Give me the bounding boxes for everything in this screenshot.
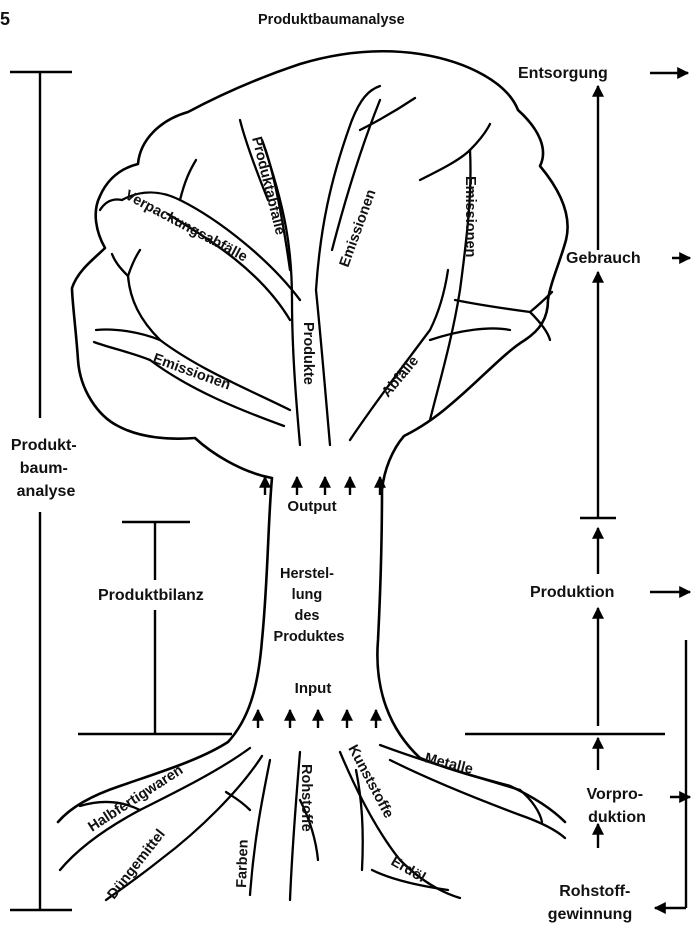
- lifecycle-column: [580, 73, 690, 908]
- entsorgung-label: Entsorgung: [518, 65, 608, 82]
- crown-branches: [94, 86, 552, 445]
- page-title: Produktbaumanalyse: [258, 12, 405, 28]
- input-label: Input: [295, 680, 332, 697]
- label-farben: Farben: [234, 839, 252, 888]
- label-halbfertigwaren: Halbfertigwaren: [85, 762, 186, 835]
- label-abfaelle: Abfälle: [379, 353, 422, 400]
- label-emissionen-right: Emissionen: [462, 176, 478, 257]
- output-label: Output: [287, 498, 336, 515]
- page-number: 5: [0, 9, 10, 29]
- vorproduktion-label: Vorpro- duktion: [586, 786, 647, 826]
- produktion-label: Produktion: [530, 584, 614, 601]
- label-produkte: Produkte: [300, 322, 316, 385]
- label-metalle: Metalle: [423, 750, 475, 777]
- input-arrows: [258, 710, 376, 728]
- produktbilanz-bracket: [78, 522, 232, 734]
- label-rohstoffe: Rohstoffe: [298, 764, 314, 832]
- produktbaum-analyse-label: Produkt- baum- analyse: [11, 437, 81, 500]
- herstellung-label: Herstel- lung des Produktes: [274, 566, 345, 645]
- produktbilanz-label: Produktbilanz: [98, 587, 204, 604]
- label-produktabfaelle: Produktabfälle: [248, 135, 288, 237]
- output-arrows: [265, 477, 380, 495]
- gebrauch-label: Gebrauch: [566, 250, 641, 267]
- rohstoffgewinnung-label: Rohstoff- gewinnung: [548, 883, 635, 923]
- label-verpackungsabfaelle: Verpackungsabfälle: [122, 187, 250, 265]
- label-duengemittel: Düngemittel: [105, 827, 169, 903]
- tree-outline: [58, 51, 568, 822]
- label-emissionen-center: Emissionen: [337, 187, 380, 269]
- label-erdoel: Erdöl: [388, 854, 428, 886]
